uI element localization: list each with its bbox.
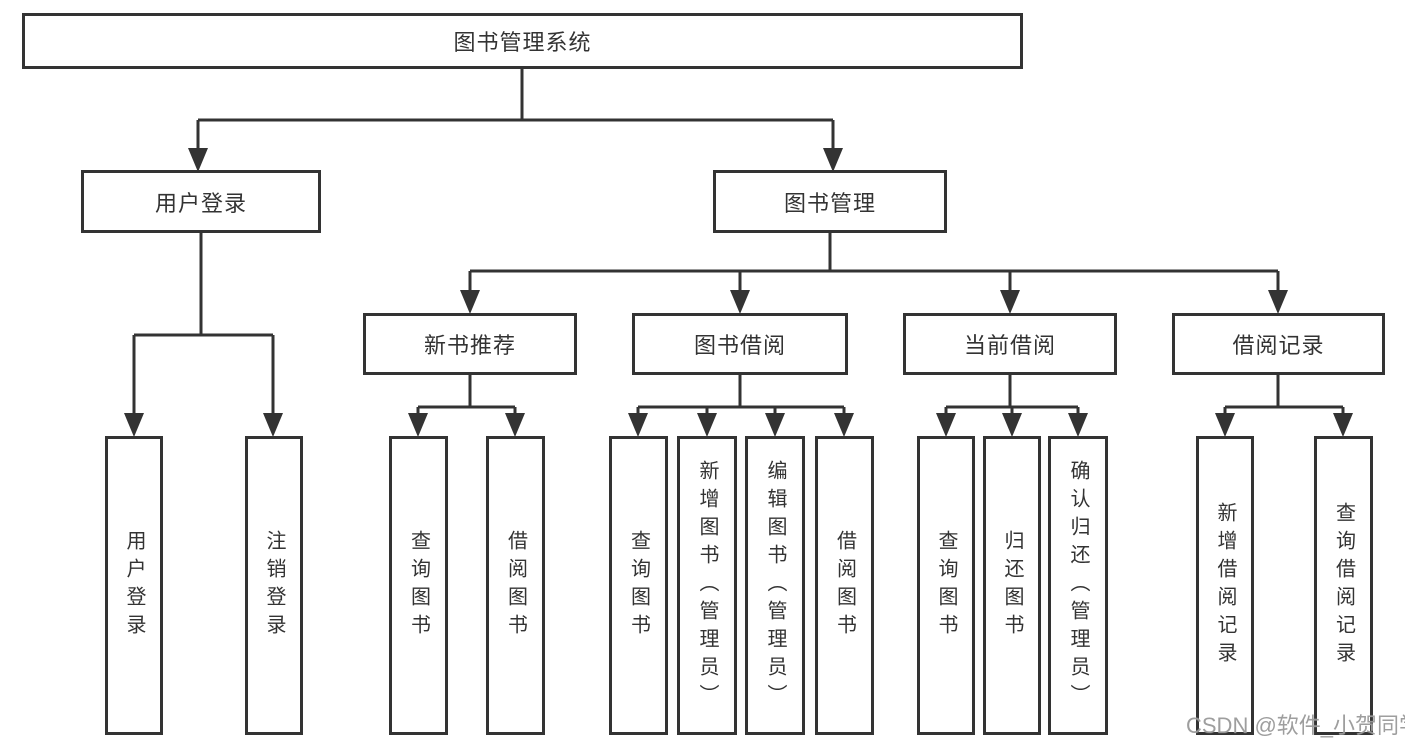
leaf-cb-query-books-label: 查询图书 bbox=[935, 529, 957, 642]
node-borrow-records-label: 借阅记录 bbox=[1232, 333, 1325, 358]
leaf-cb-return-books: 归还图书 bbox=[983, 436, 1041, 735]
leaf-bb-edit-books-admin: 编辑图书（管理员） bbox=[745, 436, 805, 735]
leaf-br-query-record-label: 查询借阅记录 bbox=[1332, 501, 1355, 670]
connector-current-borrow-to-leaves bbox=[936, 375, 1088, 437]
leaf-br-query-record: 查询借阅记录 bbox=[1314, 436, 1373, 735]
node-book-borrow-label: 图书借阅 bbox=[693, 333, 786, 358]
leaf-cb-confirm-return-admin-label: 确认归还（管理员） bbox=[1067, 459, 1089, 712]
connector-root-to-level2 bbox=[188, 69, 843, 172]
leaf-bb-borrow-books-label: 借阅图书 bbox=[833, 529, 856, 642]
leaf-logout: 注销登录 bbox=[245, 436, 303, 735]
leaf-bb-edit-books-admin-label: 编辑图书（管理员） bbox=[764, 459, 786, 712]
node-book-management: 图书管理 bbox=[713, 170, 947, 233]
node-system-root: 图书管理系统 bbox=[22, 13, 1023, 69]
connector-book-management-to-level3 bbox=[460, 233, 1288, 314]
leaf-bb-borrow-books: 借阅图书 bbox=[815, 436, 874, 735]
node-new-book-recommend-label: 新书推荐 bbox=[423, 333, 516, 358]
leaf-bb-query-books: 查询图书 bbox=[609, 436, 668, 735]
connector-book-borrow-to-leaves bbox=[628, 375, 854, 437]
leaf-user-login-label: 用户登录 bbox=[123, 529, 145, 642]
leaf-nbr-borrow-books-label: 借阅图书 bbox=[504, 529, 527, 642]
leaf-br-add-record: 新增借阅记录 bbox=[1196, 436, 1254, 735]
leaf-br-add-record-label: 新增借阅记录 bbox=[1214, 501, 1236, 670]
leaf-user-login: 用户登录 bbox=[105, 436, 163, 735]
node-system-root-label: 图书管理系统 bbox=[453, 30, 592, 55]
leaf-nbr-borrow-books: 借阅图书 bbox=[486, 436, 545, 735]
leaf-cb-query-books: 查询图书 bbox=[917, 436, 975, 735]
connector-borrow-records-to-leaves bbox=[1215, 375, 1353, 437]
connector-new-book-recommend-to-leaves bbox=[408, 375, 525, 437]
leaf-logout-label: 注销登录 bbox=[263, 529, 285, 642]
leaf-nbr-query-books: 查询图书 bbox=[389, 436, 448, 735]
node-borrow-records: 借阅记录 bbox=[1172, 313, 1385, 375]
node-user-login: 用户登录 bbox=[81, 170, 321, 233]
leaf-cb-return-books-label: 归还图书 bbox=[1001, 529, 1023, 642]
connector-user-login-to-leaves bbox=[124, 233, 283, 437]
csdn-watermark: CSDN @软件_小贺同学 bbox=[1186, 713, 1405, 738]
node-new-book-recommend: 新书推荐 bbox=[363, 313, 577, 375]
leaf-bb-query-books-label: 查询图书 bbox=[627, 529, 650, 642]
leaf-bb-add-books-admin-label: 新增图书（管理员） bbox=[696, 459, 718, 712]
node-book-management-label: 图书管理 bbox=[783, 190, 876, 216]
node-user-login-label: 用户登录 bbox=[154, 190, 247, 216]
leaf-bb-add-books-admin: 新增图书（管理员） bbox=[677, 436, 737, 735]
node-current-borrow-label: 当前借阅 bbox=[963, 333, 1056, 358]
node-current-borrow: 当前借阅 bbox=[903, 313, 1117, 375]
node-book-borrow: 图书借阅 bbox=[632, 313, 848, 375]
leaf-nbr-query-books-label: 查询图书 bbox=[407, 529, 430, 642]
leaf-cb-confirm-return-admin: 确认归还（管理员） bbox=[1048, 436, 1108, 735]
